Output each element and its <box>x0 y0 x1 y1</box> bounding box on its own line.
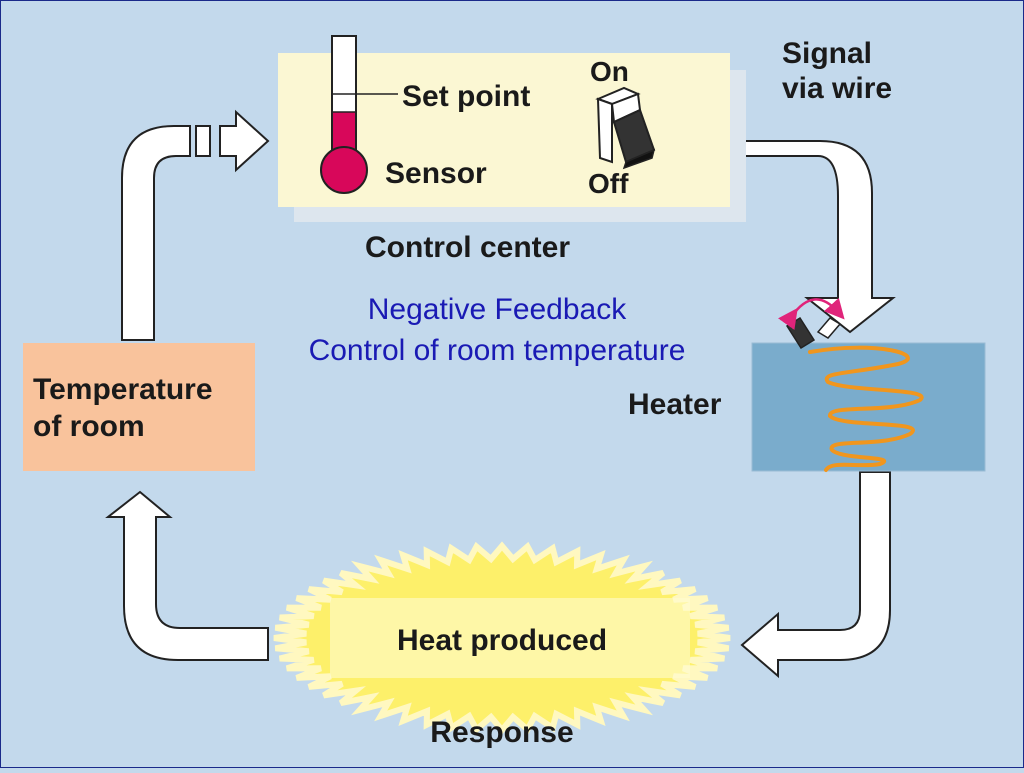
arrow-to-control-head <box>219 109 270 173</box>
switch-icon <box>595 86 656 170</box>
arrow-to-room <box>105 490 269 661</box>
heat-produced-label: Heat produced <box>397 624 607 657</box>
response-label: Response <box>430 716 573 749</box>
title-line2: Control of room temperature <box>309 334 686 367</box>
heater-label: Heater <box>628 388 722 421</box>
switch-off-label: Off <box>588 168 629 199</box>
set-point-label: Set point <box>402 80 530 113</box>
room-temperature-box <box>23 343 255 471</box>
signal-label-line2: via wire <box>782 72 892 105</box>
arrow-to-heater <box>727 140 896 334</box>
heat-burst <box>273 541 731 735</box>
control-center-label: Control center <box>365 231 570 264</box>
title-line1: Negative Feedback <box>368 293 627 326</box>
heater-coil-icon <box>808 345 924 472</box>
toggle-arrow-icon <box>778 297 845 330</box>
arrow-to-control-start <box>121 125 191 341</box>
sensor-label: Sensor <box>385 157 487 190</box>
dash-segment <box>195 125 211 157</box>
signal-label-line1: Signal <box>782 37 872 70</box>
arrow-to-response <box>740 471 891 679</box>
room-label-line1: Temperature <box>33 373 213 406</box>
room-label-line2: of room <box>33 410 145 443</box>
thermometer-icon <box>320 35 398 194</box>
switch-on-label: On <box>590 56 629 87</box>
